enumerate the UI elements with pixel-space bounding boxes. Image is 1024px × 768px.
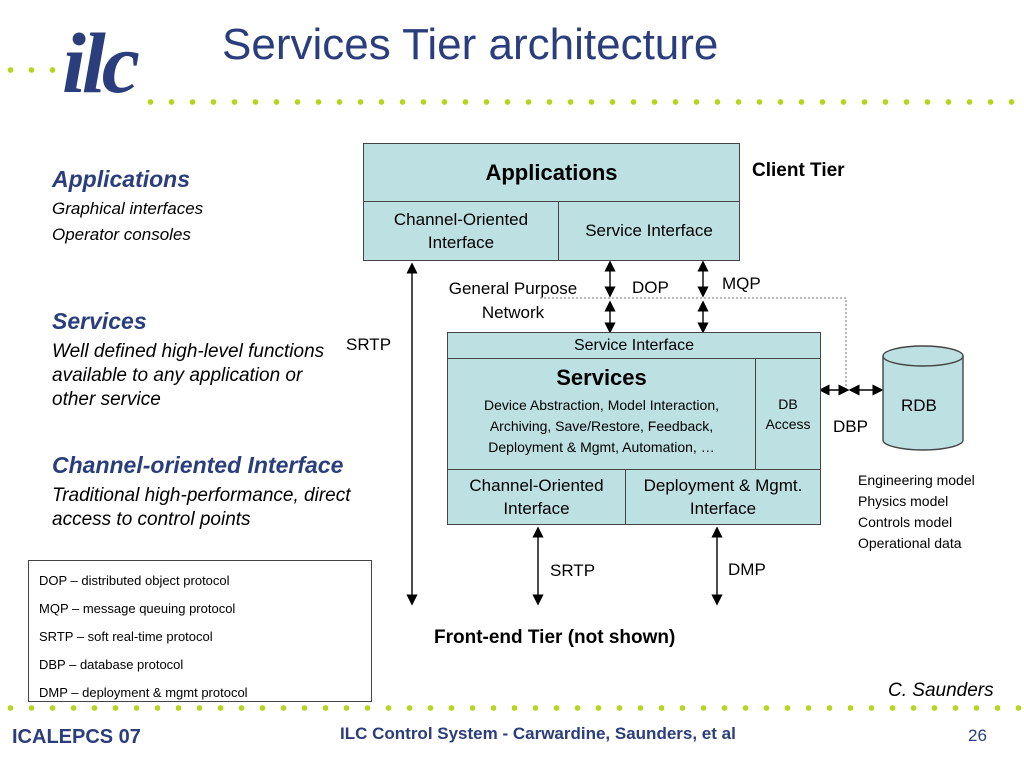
channel-description: Traditional high-performance, direct acc…	[52, 485, 351, 530]
footer-conference: ICALEPCS 07	[12, 726, 141, 748]
services-box: Services Device Abstraction, Model Inter…	[447, 358, 756, 470]
page-number: 26	[968, 726, 987, 745]
client-tier-label: Client Tier	[752, 160, 845, 181]
dop-label: DOP	[632, 278, 669, 297]
dbp-label: DBP	[833, 417, 868, 436]
services-channel-interface: Channel-Oriented Interface	[447, 469, 626, 525]
protocol-legend: DOP – distributed object protocol MQP – …	[28, 560, 372, 702]
slide-title: Services Tier architecture	[222, 20, 719, 69]
database-content-item: Operational data	[858, 535, 962, 551]
services-box-description: Device Abstraction, Model Interaction, A…	[483, 397, 719, 455]
dmp-label: DMP	[728, 560, 766, 579]
legend-item: MQP – message queuing protocol	[39, 601, 236, 616]
client-channel-interface: Channel-Oriented Interface	[363, 201, 559, 261]
database-content-item: Physics model	[858, 493, 949, 509]
applications-line-2: Operator consoles	[52, 225, 191, 244]
top-dots-left	[0, 66, 64, 74]
services-heading: Services	[52, 308, 147, 334]
client-service-interface: Service Interface	[558, 201, 740, 261]
services-service-interface: Service Interface	[447, 332, 821, 359]
deployment-interface-box: Deployment & Mgmt. Interface	[625, 469, 821, 525]
db-access-box: DB Access	[755, 358, 821, 470]
applications-heading: Applications	[52, 166, 191, 192]
bottom-dots	[0, 704, 1024, 712]
database-content-item: Engineering model	[858, 472, 975, 488]
ilc-logo: ilc	[62, 15, 140, 111]
footer-citation: ILC Control System - Carwardine, Saunder…	[340, 724, 736, 743]
general-purpose-network-label: General Purpose Network	[448, 279, 578, 322]
top-dots-right	[140, 98, 1024, 106]
legend-item: DOP – distributed object protocol	[39, 573, 230, 588]
frontend-tier-label: Front-end Tier (not shown)	[434, 627, 676, 648]
srtp-side-label: SRTP	[346, 335, 392, 354]
database-content-item: Controls model	[858, 514, 953, 530]
author-credit: C. Saunders	[888, 680, 994, 701]
legend-item: SRTP – soft real-time protocol	[39, 629, 213, 644]
services-box-heading: Services	[556, 365, 647, 390]
srtp-bottom-label: SRTP	[550, 561, 596, 580]
database-contents: Engineering model Physics model Controls…	[858, 470, 975, 554]
applications-line-1: Graphical interfaces	[52, 199, 204, 218]
applications-box: Applications	[363, 143, 740, 202]
channel-heading: Channel-oriented Interface	[52, 452, 344, 478]
mqp-label: MQP	[722, 274, 761, 293]
rdb-label: RDB	[901, 396, 937, 415]
services-description: Well defined high-level functions availa…	[52, 341, 325, 410]
legend-item: DBP – database protocol	[39, 657, 184, 672]
legend-item: DMP – deployment & mgmt protocol	[39, 685, 248, 700]
